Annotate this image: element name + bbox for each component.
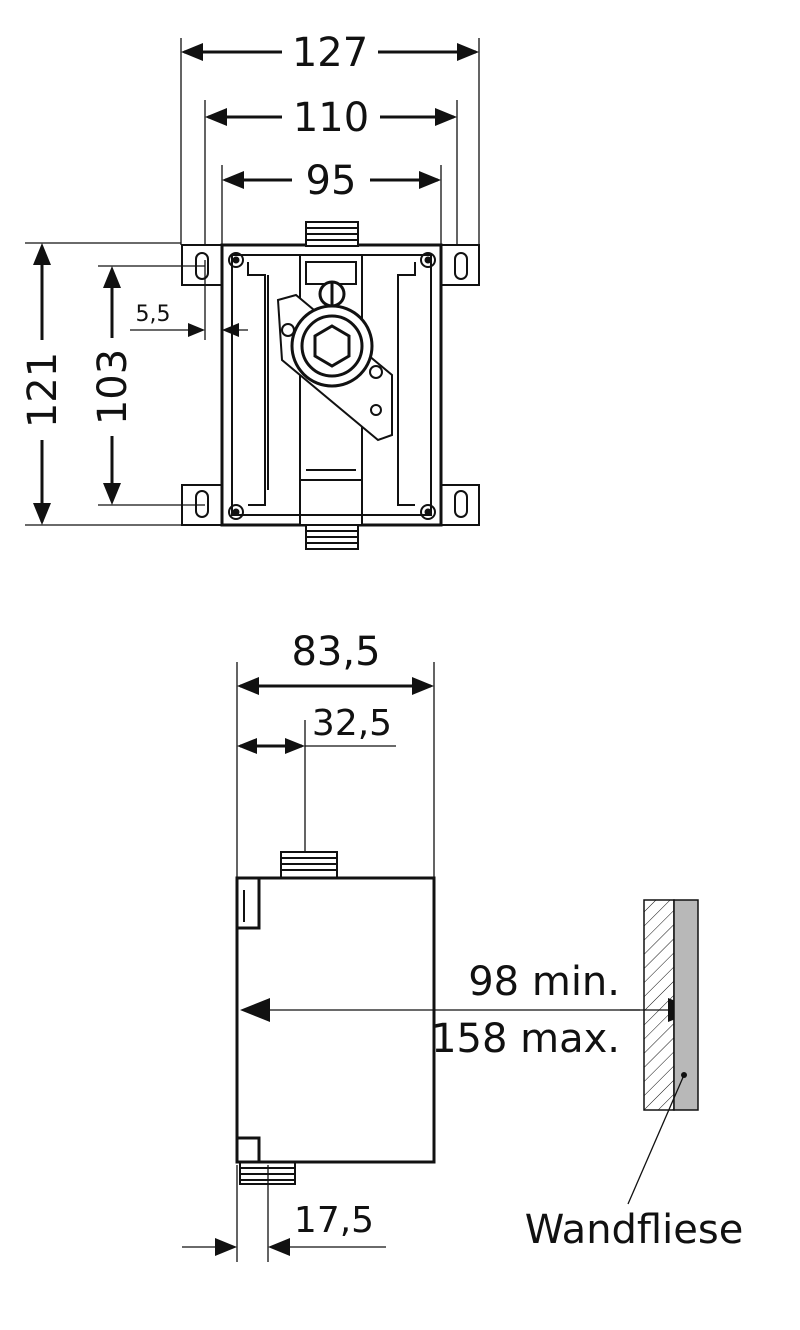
dimension-32-5: 32,5: [237, 703, 396, 754]
dimension-83-5: 83,5: [237, 629, 434, 695]
mounting-tab-bottom-right: [440, 484, 480, 526]
mounting-tab-top-left: [181, 244, 223, 286]
thread-top: [305, 221, 359, 247]
dimension-121: 121: [20, 243, 66, 525]
top-view: 127 110 95 121: [20, 30, 480, 550]
mounting-tab-bottom-left: [181, 484, 223, 526]
dim-label-103: 103: [90, 349, 136, 425]
dimension-103: 103: [90, 266, 136, 505]
wall-tile: [627, 899, 699, 1205]
dim-label-110: 110: [293, 95, 369, 141]
tile-label: Wandfliese: [525, 1207, 744, 1253]
dim-label-121: 121: [20, 352, 66, 428]
inner-wall-details: [247, 262, 416, 506]
dim-label-95: 95: [306, 158, 357, 204]
thread-bottom: [305, 524, 359, 550]
dimension-5-5: 5,5: [130, 302, 248, 337]
dim-label-127: 127: [292, 30, 368, 76]
side-view: 83,5 32,5: [182, 629, 743, 1262]
dim-label-32-5: 32,5: [312, 703, 392, 744]
dim-label-83-5: 83,5: [291, 629, 380, 675]
dimension-wall-distance: 98 min. 158 max.: [240, 959, 698, 1062]
mounting-tab-top-right: [440, 244, 480, 286]
dim-label-17-5: 17,5: [294, 1200, 374, 1241]
box-top-view: [181, 221, 480, 550]
valve-body: [290, 280, 374, 388]
dimension-17-5: 17,5: [182, 1200, 386, 1256]
corner-screws: [228, 252, 436, 520]
dim-label-158-max: 158 max.: [431, 1016, 620, 1062]
dim-label-98-min: 98 min.: [468, 959, 620, 1005]
dimension-127: 127: [181, 30, 479, 76]
dimension-110: 110: [205, 95, 457, 141]
extension-lines-top: [25, 38, 480, 526]
dim-label-5-5: 5,5: [136, 302, 171, 327]
dimension-95: 95: [222, 158, 441, 204]
extension-lines-side: [236, 662, 640, 1262]
